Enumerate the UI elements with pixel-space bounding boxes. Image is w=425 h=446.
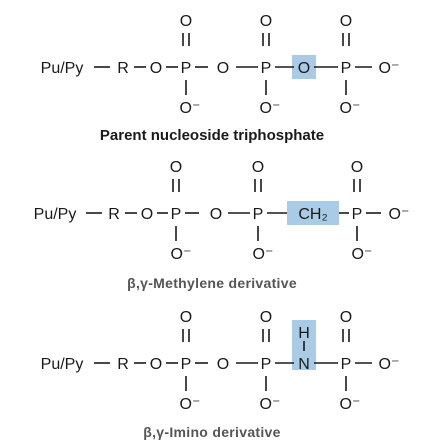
highlight-box-bridge-o — [292, 55, 316, 79]
phosphorus-alpha: P — [181, 356, 192, 373]
r-group: R — [117, 356, 129, 373]
oxo-oxygen-beta: O — [252, 159, 264, 176]
oxyanion-gamma: O⁻ — [352, 246, 373, 263]
base-label: Pu/Py — [41, 60, 84, 77]
phosphorus-gamma: P — [341, 356, 352, 373]
oxyanion-gamma: O⁻ — [340, 100, 361, 117]
structure-parent: O O O Pu/Py R O P O P O P O⁻ O⁻ O⁻ O⁻ Pa… — [41, 13, 400, 144]
phosphorus-beta: P — [253, 206, 264, 223]
structure-methylene: O O O Pu/Py R O P O P CH₂ P O⁻ O⁻ O⁻ O⁻ … — [34, 159, 410, 291]
oxo-oxygen-gamma: O — [351, 159, 363, 176]
terminal-oxyanion: O⁻ — [379, 356, 400, 373]
phosphorus-gamma: P — [352, 206, 363, 223]
terminal-oxyanion: O⁻ — [389, 206, 410, 223]
caption-parent: Parent nucleoside triphosphate — [100, 127, 324, 144]
terminal-oxyanion: O⁻ — [379, 60, 400, 77]
phosphorus-beta: P — [261, 60, 272, 77]
oxo-oxygen-alpha: O — [180, 13, 192, 30]
r-group: R — [117, 60, 129, 77]
ester-oxygen: O — [150, 356, 162, 373]
bridge-oxygen-alpha-beta: O — [210, 206, 222, 223]
bridge-methylene: CH₂ — [298, 206, 327, 223]
oxyanion-gamma: O⁻ — [340, 396, 361, 413]
oxyanion-alpha: O⁻ — [171, 246, 192, 263]
oxo-oxygen-beta: O — [260, 13, 272, 30]
phosphorus-gamma: P — [341, 60, 352, 77]
oxyanion-alpha: O⁻ — [180, 396, 201, 413]
phosphorus-alpha: P — [171, 206, 182, 223]
oxo-oxygen-beta: O — [260, 309, 272, 326]
oxo-oxygen-alpha: O — [170, 159, 182, 176]
caption-methylene: β,γ-Methylene derivative — [127, 275, 297, 291]
bridge-oxygen-alpha-beta: O — [217, 60, 229, 77]
base-label: Pu/Py — [34, 206, 77, 223]
imino-hydrogen: H — [298, 325, 310, 342]
highlight-box-ch2 — [287, 201, 339, 225]
oxo-oxygen-alpha: O — [180, 309, 192, 326]
ester-oxygen: O — [141, 206, 153, 223]
r-group: R — [108, 206, 120, 223]
oxyanion-beta: O⁻ — [260, 100, 281, 117]
oxo-oxygen-gamma: O — [340, 13, 352, 30]
bridge-beta-gamma-oxygen: O — [298, 60, 310, 77]
bridge-imino-nitrogen: N — [298, 356, 310, 373]
structure-imino: O O O H Pu/Py R O P O P N P O⁻ O⁻ O⁻ O⁻ … — [41, 309, 400, 440]
oxyanion-alpha: O⁻ — [180, 100, 201, 117]
ester-oxygen: O — [150, 60, 162, 77]
caption-imino: β,γ-Imino derivative — [143, 424, 280, 440]
phosphorus-beta: P — [261, 356, 272, 373]
oxyanion-beta: O⁻ — [260, 396, 281, 413]
bridge-oxygen-alpha-beta: O — [217, 356, 229, 373]
base-label: Pu/Py — [41, 356, 84, 373]
oxyanion-beta: O⁻ — [253, 246, 274, 263]
oxo-oxygen-gamma: O — [340, 309, 352, 326]
phosphorus-alpha: P — [181, 60, 192, 77]
